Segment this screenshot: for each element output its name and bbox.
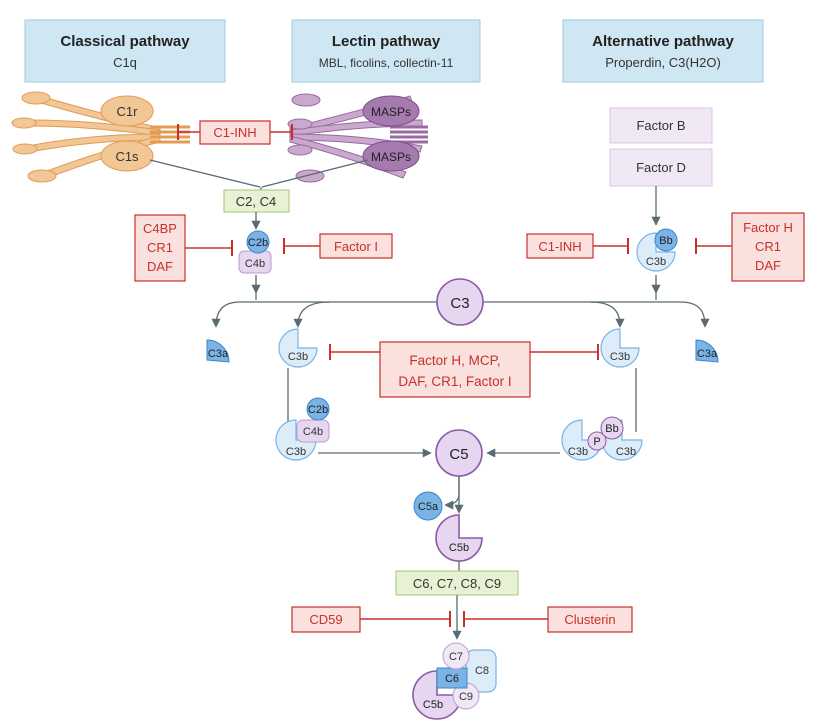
factor-d-box: Factor D bbox=[609, 148, 713, 187]
membrane-attack-complex: C8 C5b C9 C6 C7 bbox=[412, 642, 497, 720]
c3b-regulators-box: Factor H, MCP, DAF, CR1, Factor I bbox=[329, 341, 599, 398]
c5b-node: C5b bbox=[435, 514, 483, 562]
c3a-right: C3a bbox=[695, 339, 719, 363]
c2-c4-box: C2, C4 bbox=[223, 189, 290, 213]
c4bp-label: C4BP bbox=[143, 221, 177, 236]
c1r-label: C1r bbox=[117, 104, 139, 119]
classical-pathway-title: Classical pathway bbox=[60, 33, 190, 50]
c5a-node: C5a bbox=[413, 491, 443, 521]
bb-label-alt: Bb bbox=[659, 235, 672, 247]
c3a-right-label: C3a bbox=[697, 348, 718, 360]
alternative-pathway-subtitle: Properdin, C3(H2O) bbox=[605, 55, 721, 70]
c9-label: C9 bbox=[459, 691, 473, 703]
c3b-classical-convertase-label: C3b bbox=[286, 446, 306, 458]
alternative-c5-convertase: C3b C3b P Bb bbox=[561, 416, 643, 461]
cd59-box: CD59 bbox=[291, 606, 451, 633]
c1-inh-inhibitor: C1-INH bbox=[177, 120, 293, 145]
c3-label: C3 bbox=[450, 295, 469, 312]
c1-complex: C1r C1s bbox=[11, 91, 190, 183]
factor-i-label: Factor I bbox=[334, 239, 378, 254]
factor-b-label: Factor B bbox=[636, 118, 685, 133]
c2b-label-classical: C2b bbox=[248, 237, 268, 249]
c3b-left: C3b bbox=[278, 328, 318, 368]
c1r-shape bbox=[100, 95, 154, 127]
c5-cleavage-arrows bbox=[444, 476, 464, 514]
masps-top-shape bbox=[362, 95, 420, 127]
masps-bottom-label: MASPs bbox=[371, 150, 411, 164]
masps-top-label: MASPs bbox=[371, 105, 411, 119]
factor-h-label-alt: Factor H bbox=[743, 220, 793, 235]
lectin-pathway-title: Lectin pathway bbox=[332, 33, 441, 50]
c3b-right: C3b bbox=[600, 328, 640, 368]
c3b-regulators-line2: DAF, CR1, Factor I bbox=[398, 374, 511, 389]
c7-label: C7 bbox=[449, 651, 463, 663]
classical-pathway-subtitle: C1q bbox=[113, 55, 137, 70]
connector-lines-top bbox=[149, 159, 369, 192]
c2b-classical-convertase-label: C2b bbox=[308, 404, 328, 416]
p-label: P bbox=[593, 436, 600, 448]
c4b-label-classical: C4b bbox=[245, 258, 265, 270]
c3b-regulators-line1: Factor H, MCP, bbox=[409, 353, 500, 368]
c5a-label: C5a bbox=[418, 501, 439, 513]
cr1-label-alt: CR1 bbox=[755, 239, 781, 254]
c4b-classical-convertase-label: C4b bbox=[303, 426, 323, 438]
c3a-left: C3a bbox=[206, 339, 230, 363]
daf-label-alt: DAF bbox=[755, 258, 781, 273]
clusterin-box: Clusterin bbox=[463, 606, 633, 633]
c6-label: C6 bbox=[445, 673, 459, 685]
factor-i-box: Factor I bbox=[283, 233, 393, 259]
c3b-alt-convertase-left-label: C3b bbox=[568, 446, 588, 458]
c1-inh-alt-label: C1-INH bbox=[538, 239, 581, 254]
c3-branch-lines bbox=[211, 292, 710, 328]
classical-pathway-box: Classical pathway C1q bbox=[24, 19, 226, 83]
daf-label-classical: DAF bbox=[147, 259, 173, 274]
c4bp-cr1-daf-box: C4BP CR1 DAF bbox=[134, 214, 233, 282]
c3-node: C3 bbox=[436, 278, 484, 326]
c3b-right-label: C3b bbox=[610, 351, 630, 363]
c5-label: C5 bbox=[449, 446, 468, 463]
c3b-label-alt: C3b bbox=[646, 256, 666, 268]
c1-inh-label: C1-INH bbox=[213, 125, 256, 140]
factor-b-box: Factor B bbox=[609, 107, 713, 144]
c1s-shape bbox=[100, 140, 154, 172]
c1-inh-alt-box: C1-INH bbox=[526, 233, 629, 259]
c3bbb-convertase: C3b Bb bbox=[636, 228, 678, 272]
c5-node: C5 bbox=[435, 429, 483, 477]
cr1-label-classical: CR1 bbox=[147, 240, 173, 255]
alternative-pathway-box: Alternative pathway Properdin, C3(H2O) bbox=[562, 19, 764, 83]
c3a-left-label: C3a bbox=[208, 348, 229, 360]
masps-bottom-shape bbox=[362, 140, 420, 172]
alternative-pathway-title: Alternative pathway bbox=[592, 33, 734, 50]
c5b-label: C5b bbox=[449, 542, 469, 554]
classical-c5-convertase: C3b C4b C2b bbox=[275, 397, 330, 461]
lectin-pathway-box: Lectin pathway MBL, ficolins, collectin-… bbox=[291, 19, 481, 83]
c1s-label: C1s bbox=[115, 149, 139, 164]
factor-d-label: Factor D bbox=[636, 160, 686, 175]
c6-c9-box: C6, C7, C8, C9 bbox=[395, 570, 519, 596]
c2-c4-label: C2, C4 bbox=[236, 194, 276, 209]
bb-alt-convertase-label: Bb bbox=[605, 423, 618, 435]
c8-label: C8 bbox=[475, 665, 489, 677]
c3b-left-label: C3b bbox=[288, 351, 308, 363]
lectin-pathway-subtitle: MBL, ficolins, collectin-11 bbox=[319, 56, 454, 70]
c3b-alt-convertase-right-label: C3b bbox=[616, 446, 636, 458]
c5b-mac-label: C5b bbox=[423, 699, 443, 711]
cd59-label: CD59 bbox=[309, 612, 342, 627]
c4b2b-convertase: C4b C2b bbox=[238, 230, 272, 274]
factor-h-cr1-daf-box: Factor H CR1 DAF bbox=[695, 212, 805, 282]
clusterin-label: Clusterin bbox=[564, 612, 615, 627]
masp-complex: MASPs MASPs bbox=[287, 93, 428, 183]
c6-c9-label: C6, C7, C8, C9 bbox=[413, 576, 501, 591]
